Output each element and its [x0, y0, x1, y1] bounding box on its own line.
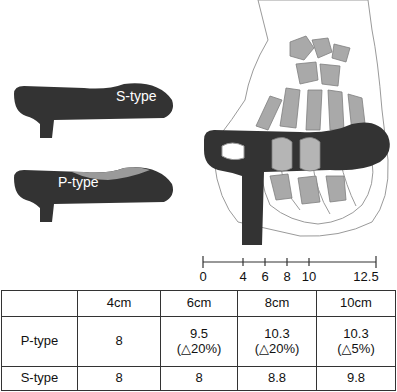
finger-bone [272, 137, 292, 171]
type-label: P-type [58, 174, 98, 190]
table-value: 8 [115, 371, 122, 386]
table-cell: 8 [78, 367, 160, 390]
table-value: 8cm [265, 296, 290, 311]
finger-bone [326, 176, 346, 202]
table-cell: 8.8 [238, 367, 316, 390]
grip-outline [12, 164, 176, 222]
scale-number: 8 [283, 270, 290, 285]
metacarpal-bone [280, 88, 300, 128]
grip-fill [14, 167, 173, 222]
finger-bone [298, 176, 320, 204]
scale-number: 4 [239, 270, 246, 285]
finger-bone [270, 174, 292, 200]
table-value: 8.8 [268, 371, 286, 386]
type-label: S-type [116, 88, 156, 104]
metacarpal-bone [306, 90, 322, 130]
table-cell: 4cm [78, 291, 160, 316]
table-cell: 8cm [238, 291, 316, 316]
carpal-bone [320, 64, 340, 86]
finger-bone [300, 137, 320, 171]
table-cell: 9.5 (△20%) [171, 317, 227, 366]
scale-number: 12.5 [353, 270, 378, 285]
carpal-bone [296, 62, 318, 84]
grip-shape: P-type [12, 164, 176, 222]
carpal-bone [332, 44, 350, 62]
table-cell: S-type [2, 367, 77, 390]
table-value: 9.8 [347, 371, 365, 386]
table-cell: 10cm [317, 291, 395, 316]
scale-number: 0 [188, 268, 218, 286]
grip-fill [14, 83, 173, 138]
table-cell: 6cm [161, 291, 237, 316]
table-value: 10.3 (△20%) [248, 327, 306, 357]
table-value: S-type [21, 371, 59, 386]
table-value: 8 [195, 371, 202, 386]
thumb-bone [256, 96, 282, 130]
table-cell: 8 [161, 367, 237, 390]
scale-number: 0 [199, 270, 206, 285]
table-cell: 10.3 (△5%) [327, 317, 385, 366]
table-value: 10cm [340, 296, 372, 311]
table-value: 8 [115, 334, 122, 349]
table-value: 6cm [187, 296, 212, 311]
thumb-outline [222, 143, 244, 160]
scale-number: 6 [261, 270, 268, 285]
carpal-bone [312, 38, 332, 58]
metacarpal-bone [328, 90, 344, 130]
scale-number: 8 [272, 268, 302, 286]
table-value: 4cm [107, 296, 132, 311]
table-cell: 10.3 (△20%) [248, 317, 306, 366]
scale-number: 12.5 [346, 268, 386, 286]
scale-bar [203, 256, 376, 268]
grip-handle [204, 123, 390, 246]
grip-shape: S-type [12, 80, 176, 138]
carpal-bone [290, 36, 314, 60]
scale-number: 10 [294, 268, 324, 286]
table-value: 10.3 (△5%) [327, 327, 385, 357]
table-cell: 9.8 [317, 367, 395, 390]
table-cell: P-type [2, 317, 77, 366]
table-cell: 8 [78, 317, 160, 366]
table-value: P-type [21, 334, 59, 349]
forearm-outline [214, 0, 388, 236]
table-value: 9.5 (△20%) [171, 327, 227, 357]
scale-number: 10 [302, 270, 316, 285]
scale-number: 4 [228, 268, 258, 286]
scale-number: 6 [250, 268, 280, 286]
table-grid [1, 290, 396, 391]
